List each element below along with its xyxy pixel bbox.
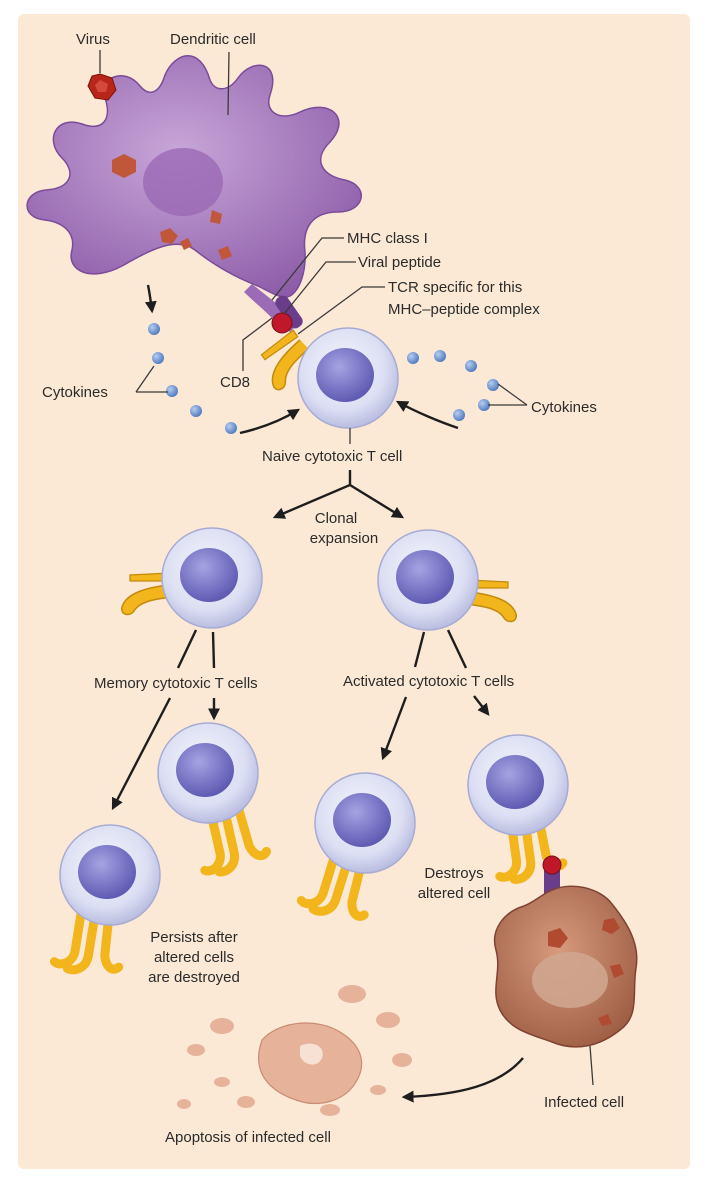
mhc-class-i-label: MHC class I [347, 230, 428, 247]
viral-peptide-label: Viral peptide [358, 254, 441, 271]
persists-label-line3: are destroyed [148, 969, 240, 986]
virus-icon [87, 73, 117, 101]
dendritic-cell-icon [26, 55, 362, 332]
naive-t-cell-label: Naive cytotoxic T cell [262, 448, 402, 465]
arrows [111, 284, 524, 1103]
cytokines-left-label: Cytokines [42, 384, 108, 401]
cd8-label: CD8 [220, 374, 250, 391]
dendritic-cell-label: Dendritic cell [170, 31, 256, 48]
activated-t-cells-label: Activated cytotoxic T cells [343, 673, 514, 690]
destroys-label-line1: Destroys [424, 865, 483, 882]
leader-lines [99, 50, 594, 1086]
cytokines [148, 323, 499, 434]
tcr-label-line2: MHC–peptide complex [388, 301, 540, 318]
tcr-label-line1: TCR specific for this [388, 279, 522, 296]
clonal-label-line1: Clonal [315, 510, 358, 527]
persists-label-line1: Persists after [150, 929, 238, 946]
persists-label-line2: altered cells [154, 949, 234, 966]
apoptosis-label: Apoptosis of infected cell [165, 1129, 331, 1146]
clonal-label-line2: expansion [310, 530, 378, 547]
destroys-label-line2: altered cell [418, 885, 491, 902]
virus-label: Virus [76, 31, 110, 48]
labels: Virus Dendritic cell MHC class I Viral p… [42, 31, 624, 1146]
infected-cell-label: Infected cell [544, 1094, 624, 1111]
infected-cell-icon [493, 885, 638, 1048]
cytokines-right-label: Cytokines [531, 399, 597, 416]
apoptotic-debris-icon [177, 985, 412, 1116]
naive-t-cell [252, 312, 399, 429]
memory-t-cells-label: Memory cytotoxic T cells [94, 675, 258, 692]
